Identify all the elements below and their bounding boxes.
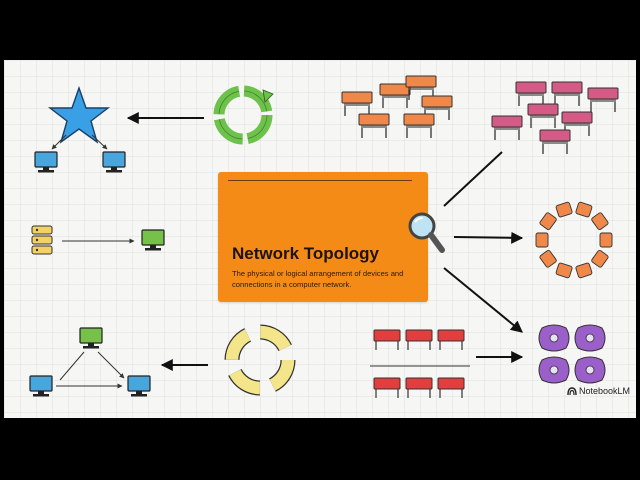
diagram-canvas (29, 75, 619, 399)
chair (591, 212, 609, 231)
chair (555, 262, 573, 279)
chair (575, 262, 593, 279)
notebooklm-icon (567, 387, 577, 396)
line-card-to-pink-desks (443, 151, 503, 207)
monitor-icon (34, 151, 58, 174)
card-title: Network Topology (232, 244, 380, 263)
star-topology (34, 85, 126, 174)
mesh-triangle (29, 327, 151, 398)
star-icon (47, 85, 111, 144)
topic-card: Network Topology The physical or logical… (218, 172, 428, 302)
orange-chair-ring (535, 201, 613, 279)
red-seat-bus (370, 329, 470, 399)
notebooklm-branding: NotebookLM (567, 386, 630, 396)
pink-desk-cluster (491, 81, 619, 155)
orange-desk-cluster (341, 75, 453, 139)
monitor-icon (29, 375, 53, 398)
arrow-card-to-pods (443, 267, 523, 333)
server-icon (31, 225, 53, 255)
brand-name: NotebookLM (578, 386, 630, 396)
slide: Network Topology The physical or logical… (4, 60, 636, 418)
monitor-icon (141, 229, 165, 252)
magnifier-icon (408, 212, 445, 253)
chair (555, 201, 573, 218)
monitor-icon (79, 327, 103, 350)
yellow-ring (224, 324, 296, 396)
purple-pod-cluster (538, 324, 606, 384)
monitor-icon (127, 375, 151, 398)
chair (575, 201, 593, 218)
point-to-point (31, 225, 165, 255)
chair (535, 232, 549, 248)
cycle-icon (213, 85, 274, 145)
card-description: The physical or logical arrangement of d… (232, 269, 404, 289)
arrow-card-to-chair-ring (453, 231, 524, 244)
chair (591, 249, 609, 268)
card-rule (228, 180, 412, 181)
chair (539, 249, 557, 268)
chair (599, 232, 613, 248)
monitor-icon (102, 151, 126, 174)
chair (539, 212, 557, 231)
